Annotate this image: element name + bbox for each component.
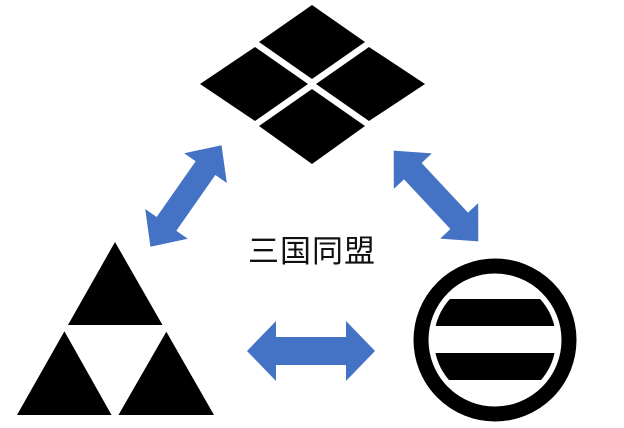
- bottom-bar: [434, 353, 556, 380]
- diagram-title: 三国同盟: [248, 234, 376, 270]
- diamond-bottom: [259, 89, 365, 164]
- double-arrow-right: [393, 150, 479, 242]
- triforce-crest: [17, 242, 214, 422]
- diamond-top: [259, 5, 365, 79]
- outer-ring: [413, 258, 577, 422]
- diamond-right: [316, 47, 425, 121]
- center-gap: [60, 325, 171, 422]
- arrows: [145, 145, 479, 381]
- four-diamonds-crest: [200, 5, 425, 164]
- top-bar: [434, 299, 556, 326]
- circle-two-bars-crest: [413, 258, 577, 422]
- double-arrow-bottom: [247, 321, 375, 381]
- double-arrow-left: [145, 145, 227, 247]
- diamond-left: [200, 47, 308, 121]
